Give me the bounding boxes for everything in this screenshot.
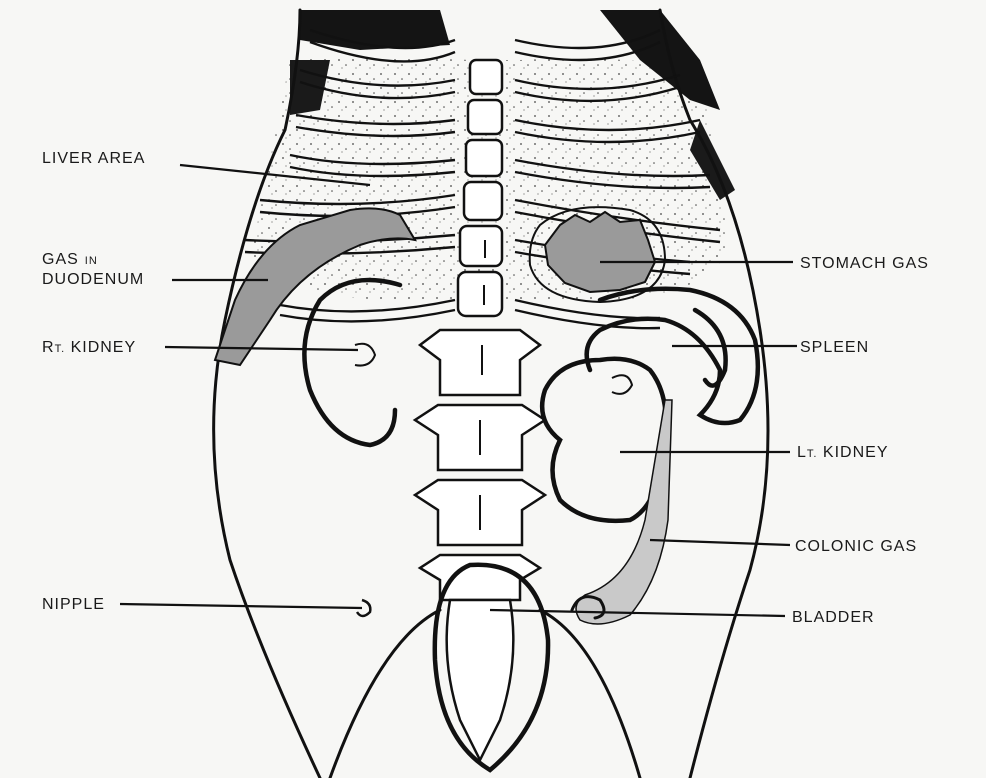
- pelvis-outline-right: [540, 610, 640, 778]
- label-nipple: NIPPLE: [42, 596, 105, 613]
- label-gas: GAS: [42, 251, 79, 268]
- spleen-tip: [695, 310, 726, 386]
- label-gas-in-duodenum-line1: GAS IN: [42, 251, 98, 268]
- label-lt-kidney: LT. KIDNEY: [797, 444, 888, 461]
- label-rt-prefix: R: [42, 339, 55, 356]
- label-lt-rest: KIDNEY: [817, 444, 888, 461]
- label-colonic-gas: COLONIC GAS: [795, 538, 917, 555]
- label-liver-area: LIVER AREA: [42, 150, 145, 167]
- colonic-gas: [576, 400, 672, 624]
- left-kidney: [542, 359, 666, 521]
- label-rt-small: T.: [55, 343, 66, 355]
- stomach-gas: [545, 212, 655, 292]
- label-in: IN: [85, 255, 98, 267]
- label-bladder: BLADDER: [792, 609, 875, 626]
- label-stomach-gas: STOMACH GAS: [800, 255, 929, 272]
- left-dark-area: [300, 10, 450, 50]
- right-kidney: [304, 280, 400, 445]
- left-kidney-hilum: [612, 375, 632, 394]
- label-rt-rest: KIDNEY: [65, 339, 136, 356]
- label-gas-in-duodenum-line2: DUODENUM: [42, 271, 144, 288]
- label-rt-kidney: RT. KIDNEY: [42, 339, 136, 356]
- label-lt-prefix: L: [797, 444, 807, 461]
- right-kidney-hilum: [355, 344, 375, 366]
- pelvis-outline-left: [330, 610, 440, 778]
- label-spleen: SPLEEN: [800, 339, 869, 356]
- label-lt-small: T.: [807, 448, 818, 460]
